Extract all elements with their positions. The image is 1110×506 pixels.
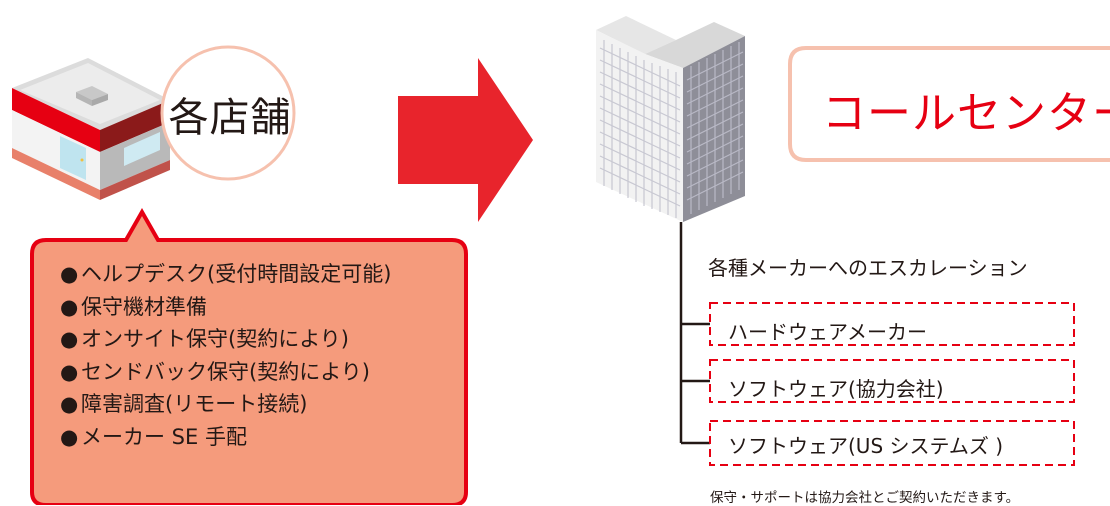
services-list: ●ヘルプデスク(受付時間設定可能) ●保守機材準備 ●オンサイト保守(契約により… — [60, 258, 391, 453]
bullet-icon: ● — [60, 294, 79, 319]
list-item: ●メーカー SE 手配 — [60, 421, 391, 454]
call-center-label-box — [788, 46, 1110, 162]
vendor-box-software-partner — [709, 359, 1075, 403]
list-item: ●オンサイト保守(契約により) — [60, 323, 391, 356]
store-label: 各店舗 — [168, 95, 292, 141]
bullet-icon: ● — [60, 424, 79, 449]
right-arrow-icon — [398, 58, 533, 222]
bullet-icon: ● — [60, 262, 79, 286]
list-item: ●ヘルプデスク(受付時間設定可能) — [60, 258, 391, 291]
bullet-icon: ● — [60, 359, 79, 384]
bullet-icon: ● — [60, 392, 79, 416]
vendor-label-software-us: ソフトウェア(US システムズ ) — [728, 434, 1004, 458]
list-item: ●センドバック保守(契約により) — [60, 356, 391, 389]
vendor-box-hardware — [709, 302, 1075, 346]
store-label-circle — [160, 45, 296, 181]
footnote: 保守・サポートは協力会社とご契約いただきます。 — [710, 490, 1020, 506]
vendor-label-hardware: ハードウェアメーカー — [728, 320, 927, 344]
office-building-icon — [596, 16, 745, 222]
service-label: センドバック保守(契約により) — [81, 359, 370, 384]
vendor-label-software-partner: ソフトウェア(協力会社) — [728, 377, 944, 401]
service-label: オンサイト保守(契約により) — [81, 327, 349, 351]
escalation-tree-lines — [679, 222, 710, 445]
call-center-label: コールセンター — [822, 88, 1110, 139]
service-label: ヘルプデスク(受付時間設定可能) — [81, 262, 392, 286]
service-label: メーカー SE 手配 — [81, 424, 247, 449]
bullet-icon: ● — [60, 327, 79, 351]
vendor-box-software-us — [709, 420, 1075, 466]
list-item: ●障害調査(リモート接続) — [60, 388, 391, 421]
list-item: ●保守機材準備 — [60, 291, 391, 324]
store-building-icon — [12, 58, 170, 200]
service-label: 障害調査(リモート接続) — [81, 392, 308, 416]
service-label: 保守機材準備 — [81, 294, 207, 319]
escalation-title: 各種メーカーへのエスカレーション — [708, 256, 1028, 280]
